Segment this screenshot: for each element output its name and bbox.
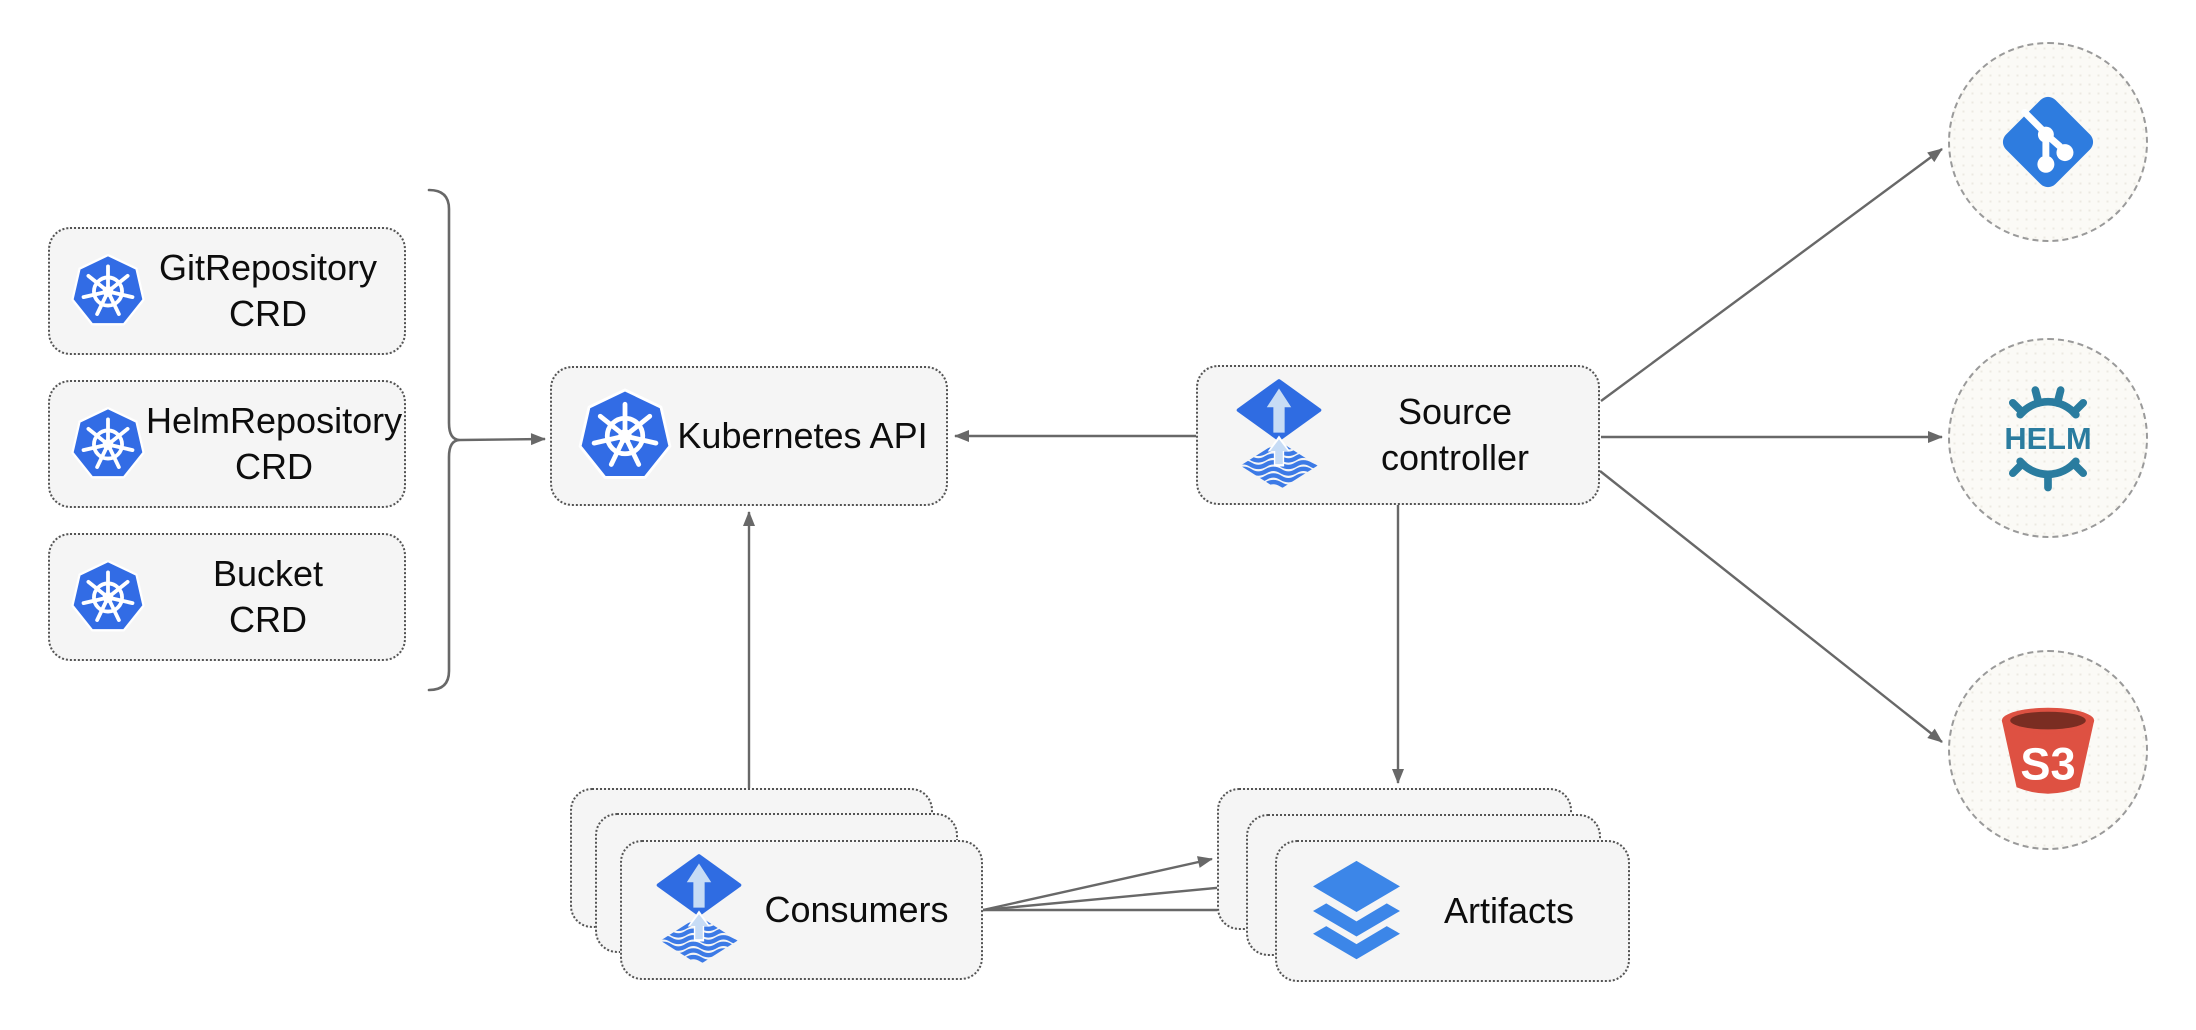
kubernetes-icon [70, 252, 146, 331]
crd-group-brace [427, 188, 461, 692]
node-label: Kubernetes API [677, 415, 928, 456]
node-consumers: Consumers [620, 840, 983, 980]
kubernetes-icon [70, 405, 146, 484]
node-helm-endpoint: HELM [1948, 338, 2148, 538]
s3-wordmark: S3 [2020, 738, 2075, 789]
node-label: Artifacts [1443, 890, 1575, 931]
node-artifacts: Artifacts [1275, 840, 1630, 982]
edge-consumers-to-artifacts-2 [982, 881, 1238, 912]
helm-icon: HELM [2004, 386, 2092, 492]
node-label: Consumers [764, 889, 949, 930]
git-icon [2002, 96, 2094, 188]
edge-source-controller-to-s3 [1599, 470, 1943, 743]
kubernetes-icon [577, 386, 673, 486]
edge-source-controller-to-git [1600, 148, 1943, 402]
s3-bucket-icon: S3 [2001, 707, 2095, 794]
edge-consumers-to-artifacts-1 [982, 856, 1213, 912]
flux-icon [1232, 379, 1326, 492]
edge-crds-to-api [459, 433, 546, 446]
node-kubernetes-api: Kubernetes API [550, 366, 948, 506]
kubernetes-icon [70, 558, 146, 637]
node-s3-endpoint: S3 [1948, 650, 2148, 850]
helm-wordmark: HELM [2004, 421, 2091, 456]
flux-icon [652, 854, 746, 967]
node-git-endpoint [1948, 42, 2148, 242]
layers-icon [1309, 859, 1404, 963]
